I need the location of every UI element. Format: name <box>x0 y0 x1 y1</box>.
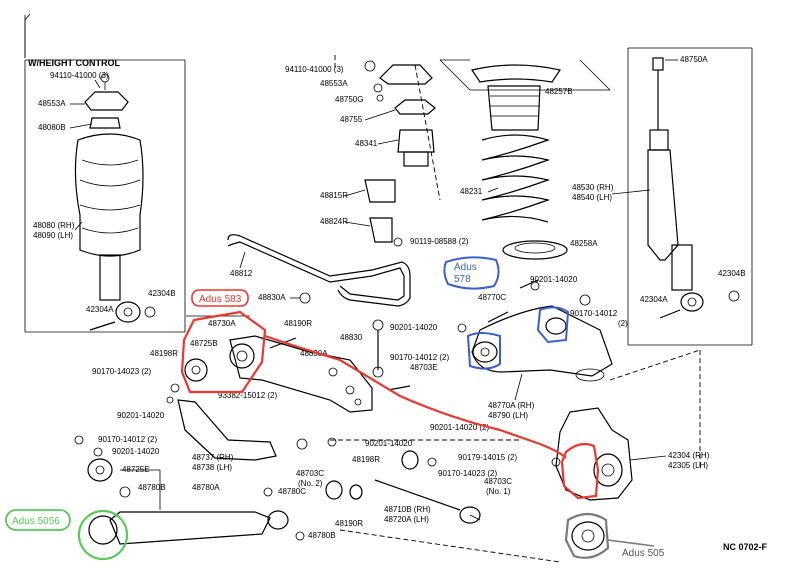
part-label: 48725B <box>190 339 218 348</box>
part-label: 90170-14023 (2) <box>92 367 151 376</box>
part-label: 90170-14023 (2) <box>438 469 497 478</box>
part-label: 48750G <box>335 95 363 104</box>
knuckle-group: 90179-14015 (2) 48703C (No. 1) 42304 (RH… <box>339 349 710 563</box>
part-label: 48190R <box>284 319 312 328</box>
part-label: 48770A (RH) <box>488 401 535 410</box>
part-label: 90201-14020 <box>117 411 165 420</box>
lower-trailing-arm-group: 48725E 48780B 48780A 48780C 48780B <box>87 458 336 545</box>
part-label: 48830A <box>258 293 286 302</box>
part-label: 48750A <box>680 55 708 64</box>
annotation-adus-583: Adus 583 <box>199 294 242 305</box>
part-label: 48780B <box>138 483 166 492</box>
part-label: 90179-14015 (2) <box>458 453 517 462</box>
right-shock-group: 48750A 48530 (RH) 48540 (LH) 42304A 4230… <box>572 47 753 346</box>
part-label: 48730A <box>208 319 236 328</box>
part-label: 48755 <box>340 115 363 124</box>
annotation-adus-578-number: 578 <box>454 274 471 285</box>
stabilizer-bar-group: 48812 48830A <box>227 234 411 307</box>
part-label: 42304 (RH) <box>668 451 710 460</box>
part-label: 48080 (RH) <box>33 221 75 230</box>
part-label: 48080B <box>38 123 66 132</box>
part-label: 94110-41000 (3) <box>285 65 344 74</box>
part-label: 93382-15012 (2) <box>218 391 277 400</box>
part-label: 48258A <box>570 239 598 248</box>
part-label: 90201-14020 <box>365 439 413 448</box>
annotation-adus-578: Adus <box>454 262 477 273</box>
part-label: 48530 (RH) <box>572 183 614 192</box>
annotation-adus-505: Adus 505 <box>622 548 665 559</box>
part-label: 48341 <box>355 139 378 148</box>
part-label: 90201-14020 (2) <box>430 423 489 432</box>
height-control-title: W/HEIGHT CONTROL <box>28 58 120 68</box>
part-label: 48703E <box>410 363 438 372</box>
gray-annotation: Adus 505 <box>564 512 665 559</box>
part-label: 48812 <box>230 269 253 278</box>
part-label: 48737 (RH) <box>192 453 234 462</box>
part-label: 48790 (LH) <box>488 411 528 420</box>
part-label: 42305 (LH) <box>668 461 708 470</box>
part-label: 48780A <box>192 483 220 492</box>
part-label: 48710B (RH) <box>384 505 431 514</box>
part-label: 90201-14020 <box>390 323 438 332</box>
left-air-strut-group: W/HEIGHT CONTROL 94110-41000 (3) 48553A … <box>24 13 186 333</box>
part-label: 48198R <box>150 349 178 358</box>
part-label: 48780B <box>308 531 336 540</box>
part-label: (2) <box>618 319 628 328</box>
part-label: 94110-41000 (3) <box>50 71 109 80</box>
part-label: 48231 <box>460 187 483 196</box>
part-label: 48830 <box>340 333 363 342</box>
part-label: 48703C <box>296 469 324 478</box>
part-label: 48824R <box>320 217 348 226</box>
lower-arm-subframe-group: 48730A 48725B 48190R 48830A 90170-14023 … <box>92 315 373 420</box>
coil-spring-group: 48257B 48231 48258A <box>439 59 611 260</box>
part-label: 42304A <box>86 305 114 314</box>
center-lower-links-group: 90201-14020 90201-14020 (2) 48198R 90170… <box>296 423 520 528</box>
part-label: 48770C <box>478 293 506 302</box>
green-annotation: Adus 5056 <box>5 509 129 561</box>
blue-annotation: Adus 578 <box>443 256 570 370</box>
part-label: 48090 (LH) <box>33 231 73 240</box>
link-rod-group: 48830 <box>340 319 411 391</box>
part-label: 48720A (LH) <box>384 515 429 524</box>
part-label: 48815R <box>320 191 348 200</box>
part-label: 42304A <box>640 295 668 304</box>
part-label: 48553A <box>38 99 66 108</box>
part-label: 90201-14020 <box>112 447 160 456</box>
part-label: 90119-08588 (2) <box>410 237 469 246</box>
part-label: 48198R <box>352 455 380 464</box>
part-label: 48703C <box>484 477 512 486</box>
part-label: 48738 (LH) <box>192 463 232 472</box>
annotation-adus-5056: Adus 5056 <box>12 516 60 527</box>
part-label: 90170-14012 (2) <box>390 353 449 362</box>
part-label: 90201-14020 <box>530 275 578 284</box>
part-label: 48830A <box>300 349 328 358</box>
part-label: 48257B <box>545 87 573 96</box>
part-label: 42304B <box>148 289 176 298</box>
part-label: (No. 2) <box>298 479 323 488</box>
part-label: 48540 (LH) <box>572 193 612 202</box>
part-label: 48553A <box>320 79 348 88</box>
part-label: 48780C <box>278 487 306 496</box>
part-label: 90170-14012 (2) <box>98 435 157 444</box>
part-label: 90170-14012 <box>570 309 618 318</box>
part-label: 48725E <box>122 465 150 474</box>
top-center-mount-group: 94110-41000 (3) 48553A 48750G 48755 4834… <box>285 55 469 247</box>
part-label: (No. 1) <box>486 487 511 496</box>
bracket-group: 90170-14012 (2) 90201-14020 48737 (RH) 4… <box>74 399 308 472</box>
diagram-code: NC 0702-F <box>723 542 768 552</box>
part-label: 48190R <box>335 519 363 528</box>
part-label: 42304B <box>718 269 746 278</box>
red-annotation: Adus 583 <box>180 289 600 500</box>
upper-arm-group: 90201-14020 48770C 90170-14012 (2) 90201… <box>390 275 628 420</box>
